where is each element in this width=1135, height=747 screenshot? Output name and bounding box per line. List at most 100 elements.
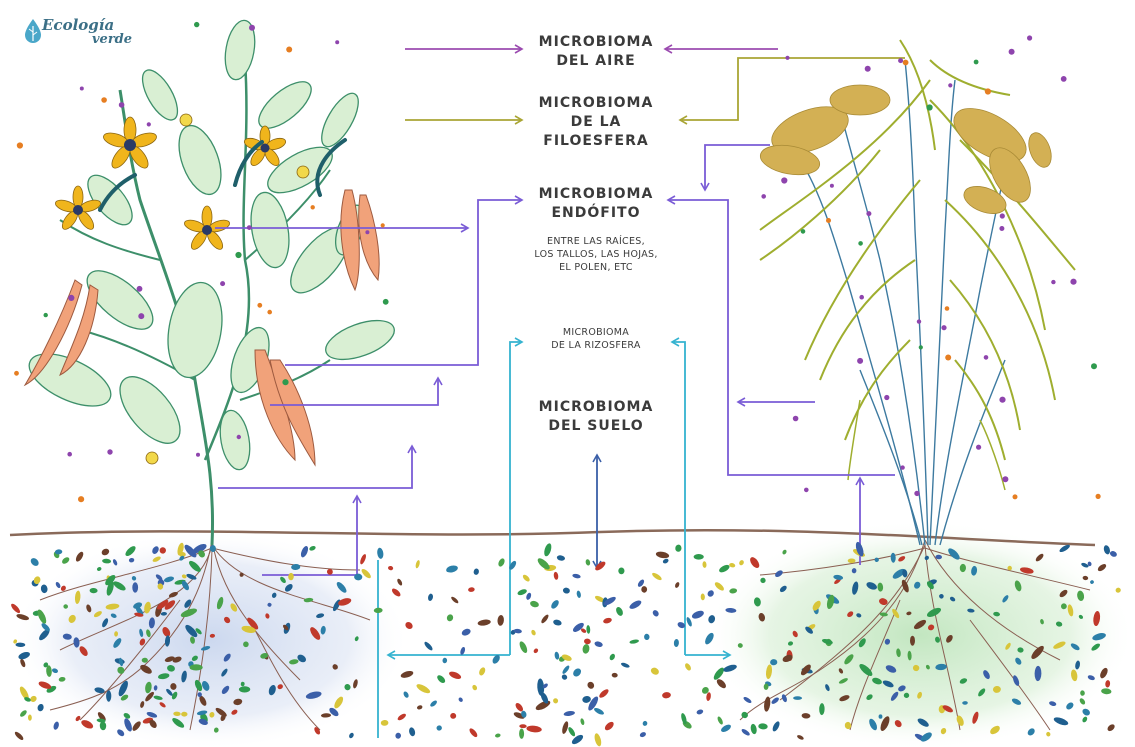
label-microbioma-endofito: MICROBIOMA ENDÓFITO (526, 185, 666, 223)
microbe-dot (561, 665, 570, 675)
label-endofito-line2: ENDÓFITO (526, 204, 666, 223)
microbe-dot (543, 542, 553, 557)
microbe-dot (436, 725, 442, 731)
microbe-dot (530, 629, 536, 636)
microbe-dot (381, 223, 385, 227)
microbe-dot (78, 496, 84, 502)
microbe-dot (562, 587, 570, 594)
microbe-dot (311, 205, 315, 209)
microbe-dot (396, 578, 403, 586)
label-microbioma-aire: MICROBIOMA DEL AIRE (526, 33, 666, 71)
endofito-note-line3: EL POLEN, ETC (506, 261, 686, 274)
microbe-dot (442, 658, 447, 664)
microbe-dot (377, 547, 385, 559)
microbe-dot (691, 609, 705, 620)
microbe-dot (397, 712, 407, 721)
microbe-dot (662, 558, 669, 565)
microbe-dot (1000, 213, 1005, 218)
microbe-dot (267, 310, 272, 315)
microbe-dot (675, 544, 682, 552)
microbe-dot (641, 586, 647, 593)
microbe-dot (29, 557, 40, 568)
microbe-dot (495, 733, 501, 738)
microbe-dot (879, 714, 883, 718)
microbe-dot (1002, 476, 1008, 482)
right-plant (758, 40, 1075, 545)
microbe-dot (137, 286, 143, 292)
label-aire-line1: MICROBIOMA (526, 33, 666, 52)
microbe-dot (402, 691, 409, 699)
microbe-dot (586, 625, 590, 634)
microbe-dot (1061, 76, 1067, 82)
label-suelo-line1: MICROBIOMA (526, 398, 666, 417)
label-rizosfera-line1: MICROBIOMA (516, 326, 676, 339)
microbe-dot (586, 681, 595, 691)
microbe-dot (629, 639, 639, 645)
label-microbioma-rizosfera: MICROBIOMA DE LA RIZOSFERA (516, 326, 676, 352)
microbe-dot (249, 25, 255, 31)
microbe-dot (593, 707, 605, 716)
microbe-dot (44, 313, 48, 317)
microbe-dot (900, 465, 904, 469)
microbe-dot (696, 709, 704, 716)
microbe-dot (576, 590, 581, 598)
label-endofito-line1: MICROBIOMA (526, 185, 666, 204)
microbe-dot (458, 697, 464, 703)
microbe-dot (553, 572, 559, 581)
microbe-dot (282, 379, 288, 385)
microbe-dot (106, 690, 111, 701)
label-aire-line2: DEL AIRE (526, 52, 666, 71)
microbe-dot (427, 593, 433, 601)
microbe-dot (383, 299, 389, 305)
microbe-dot (948, 83, 952, 87)
microbe-dot (381, 720, 389, 726)
microbe-dot (28, 714, 32, 720)
microbe-dot (138, 313, 144, 319)
microbe-dot (738, 559, 745, 566)
microbe-dot (826, 218, 831, 223)
microbe-dot (388, 565, 394, 570)
microbe-dot (741, 728, 751, 737)
microbe-dot (37, 703, 45, 712)
microbe-dot (359, 553, 367, 565)
microbe-dot (999, 226, 1004, 231)
microbe-dot (865, 66, 871, 72)
microbe-dot (459, 646, 466, 655)
microbe-dot (1091, 363, 1097, 369)
microbe-dot (903, 60, 909, 66)
microbe-dot (674, 639, 680, 647)
microbe-dot (685, 616, 692, 627)
microbe-dot (804, 488, 809, 493)
microbe-dot (898, 58, 903, 63)
microbe-dot (445, 564, 458, 573)
microbe-dot (395, 732, 401, 739)
microbe-dot (582, 695, 592, 703)
microbe-dot (858, 241, 863, 246)
microbe-dot (927, 104, 933, 110)
endofito-note-line2: LOS TALLOS, LAS HOJAS, (506, 248, 686, 261)
microbe-dot (1046, 731, 1051, 737)
microbe-dot (984, 355, 989, 360)
label-microbioma-suelo: MICROBIOMA DEL SUELO (526, 398, 666, 436)
microbe-dot (1109, 550, 1118, 558)
microbe-dot (563, 710, 575, 717)
microbe-dot (107, 449, 112, 454)
microbe-dot (582, 644, 590, 655)
microbe-dot (651, 609, 659, 618)
microbe-dot (429, 699, 438, 707)
microbe-dot (603, 617, 613, 624)
microbe-dot (400, 670, 414, 680)
microbe-dot (1009, 49, 1015, 55)
microbe-dot (701, 593, 705, 600)
microbe-dot (702, 561, 706, 568)
microbe-dot (594, 640, 604, 647)
microbe-dot (519, 729, 524, 739)
microbe-dot (866, 211, 871, 216)
microbe-dot (519, 724, 526, 728)
microbe-dot (196, 453, 200, 457)
label-endofito-note: ENTRE LAS RAÍCES, LOS TALLOS, LAS HOJAS,… (506, 235, 686, 274)
microbe-dot (580, 718, 585, 726)
microbe-dot (468, 727, 479, 738)
microbe-dot (1106, 723, 1116, 732)
